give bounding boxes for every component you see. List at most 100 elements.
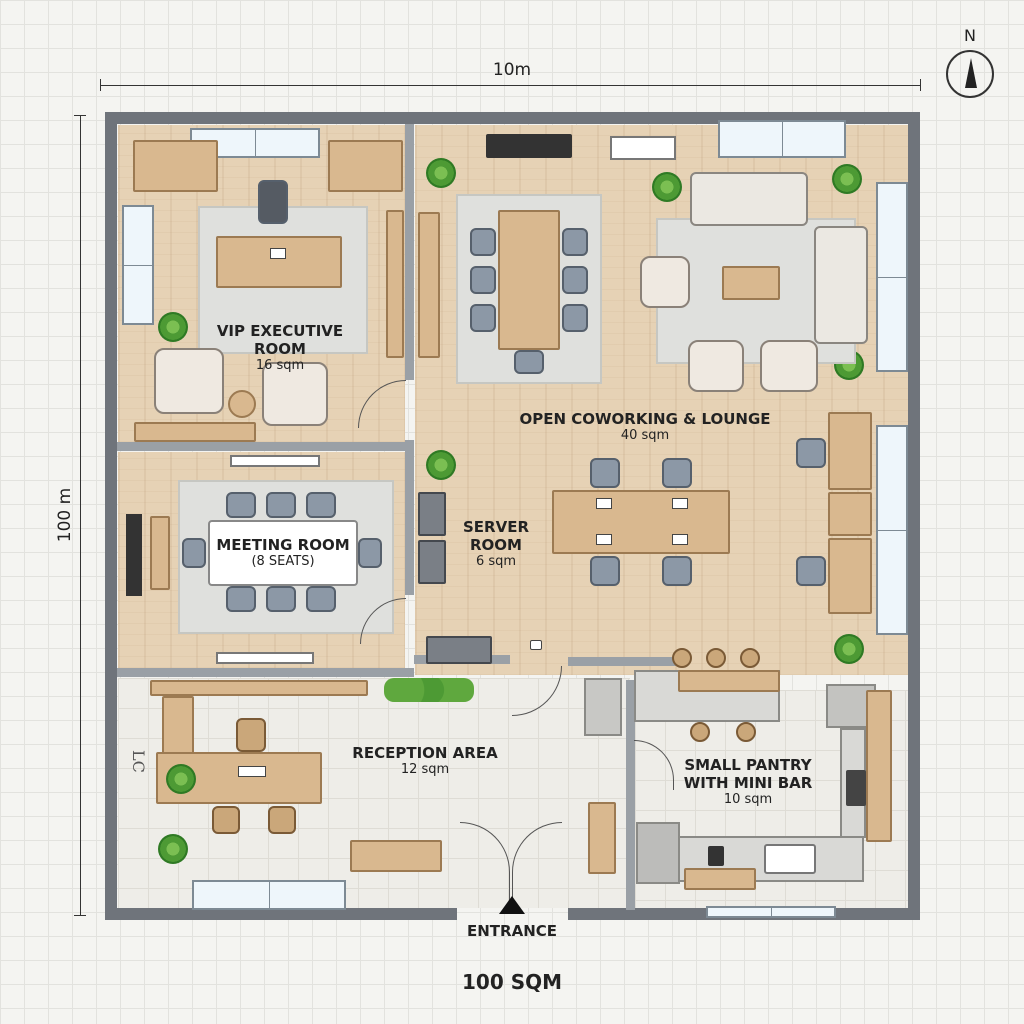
meeting-tv-screen [126,514,142,596]
window-coworking-right-1 [876,182,908,372]
outer-wall-top [105,112,920,124]
meeting-whiteboard-bottom [216,652,314,664]
reception-logo-signage: LC [129,750,148,773]
coworking-label: OPEN COWORKING & LOUNGE 40 sqm [500,410,790,444]
coworking-plant-icon [652,172,682,202]
window-coworking-right-2 [876,425,908,635]
workstation-laptop-icon [596,498,612,509]
reception-area-label: RECEPTION AREA 12 sqm [330,744,520,778]
vip-executive-chair [258,180,288,224]
wall-vip-coworking [405,124,414,380]
vip-plant-icon [158,312,188,342]
pantry-bar-top [678,670,780,692]
reception-keyboard-icon [238,766,266,777]
entrance-arrow-icon [499,896,525,914]
lounge-armchair-bottom-left [688,340,744,392]
conference-chair [562,304,588,332]
pantry-stove-icon [846,770,866,806]
meeting-console [150,516,170,590]
vip-armchair-left [154,348,224,414]
vip-executive-desk [216,236,342,288]
meeting-room-label: MEETING ROOM (8 SEATS) [208,536,358,570]
lounge-sofa-right [814,226,868,344]
height-dimension-label: 100 m [55,487,75,543]
vip-armchair-right [262,362,328,426]
bar-stool [690,722,710,742]
total-area-label: 100 SQM [461,970,563,994]
conference-chair [562,266,588,294]
reception-plant-icon [166,764,196,794]
workstation-chair [662,458,692,488]
outer-wall-left [105,112,117,920]
conference-chair [470,228,496,256]
meeting-room-name: MEETING ROOM [216,536,350,554]
meeting-chair [266,492,296,518]
wall-desk [828,492,872,536]
meeting-chair [306,492,336,518]
height-dimension-line [80,115,81,915]
window-coworking-top [718,120,846,158]
pantry-tall-cabinet [866,690,892,842]
server-rack [418,540,446,584]
reception-fridge [584,678,622,736]
pantry-sink-icon [764,844,816,874]
pantry-cabinet [684,868,756,890]
reception-back-shelf [150,680,368,696]
coworking-tv-screen [486,134,572,158]
width-dimension-tick-left [100,79,101,91]
outer-wall-bottom-left [105,908,457,920]
wall-desk [828,538,872,614]
workstation-laptop-icon [596,534,612,545]
coworking-conference-table [498,210,560,350]
vip-side-table [228,390,256,418]
coworking-workstation-table [552,490,730,554]
conference-chair [470,266,496,294]
height-dimension-tick-bottom [74,915,86,916]
coworking-plant-icon [832,164,862,194]
conference-chair [514,350,544,374]
reception-hedge-planter [384,678,474,702]
bar-stool [706,648,726,668]
coworking-plant-icon [834,634,864,664]
lounge-coffee-table [722,266,780,300]
window-pantry-bottom [706,906,836,918]
pantry-label: SMALL PANTRY WITH MINI BAR 10 sqm [670,756,826,808]
meeting-whiteboard-top [230,455,320,467]
wall-desk-chair [796,438,826,468]
vip-room-name-line2: ROOM [254,340,306,358]
server-room-area: 6 sqm [475,554,517,569]
reception-bench [350,840,442,872]
pantry-fridge [636,822,680,884]
coworking-side-console [418,212,440,358]
reception-visitor-chair [212,806,240,834]
meeting-chair [306,586,336,612]
vip-room-area: 16 sqm [255,358,305,373]
north-label: N [964,26,976,45]
reception-plant-icon [158,834,188,864]
reception-area-name: RECEPTION AREA [352,744,498,762]
reception-cabinet [588,802,616,874]
reception-desk-return [162,696,194,754]
server-lock-icon [530,640,542,650]
window-reception-bottom [192,880,346,910]
lounge-sofa-top [690,172,808,226]
bar-stool [672,648,692,668]
bar-stool [736,722,756,742]
meeting-chair [226,492,256,518]
north-compass-icon [946,50,994,98]
wall-desk [828,412,872,490]
pantry-name-line2: WITH MINI BAR [683,774,813,792]
meeting-room-seats: (8 SEATS) [251,554,315,569]
server-room-label: SERVER ROOM 6 sqm [446,518,546,570]
vip-laptop-icon [270,248,286,259]
reception-staff-chair [236,718,266,752]
coworking-area: 40 sqm [620,428,670,443]
workstation-chair [662,556,692,586]
meeting-chair [266,586,296,612]
wall-meeting-reception [117,668,414,677]
coworking-name: OPEN COWORKING & LOUNGE [519,410,771,428]
pantry-name-line1: SMALL PANTRY [684,756,812,774]
outer-wall-right [908,112,920,920]
vip-bookshelf-left [133,140,218,192]
vip-side-cabinet [386,210,404,358]
